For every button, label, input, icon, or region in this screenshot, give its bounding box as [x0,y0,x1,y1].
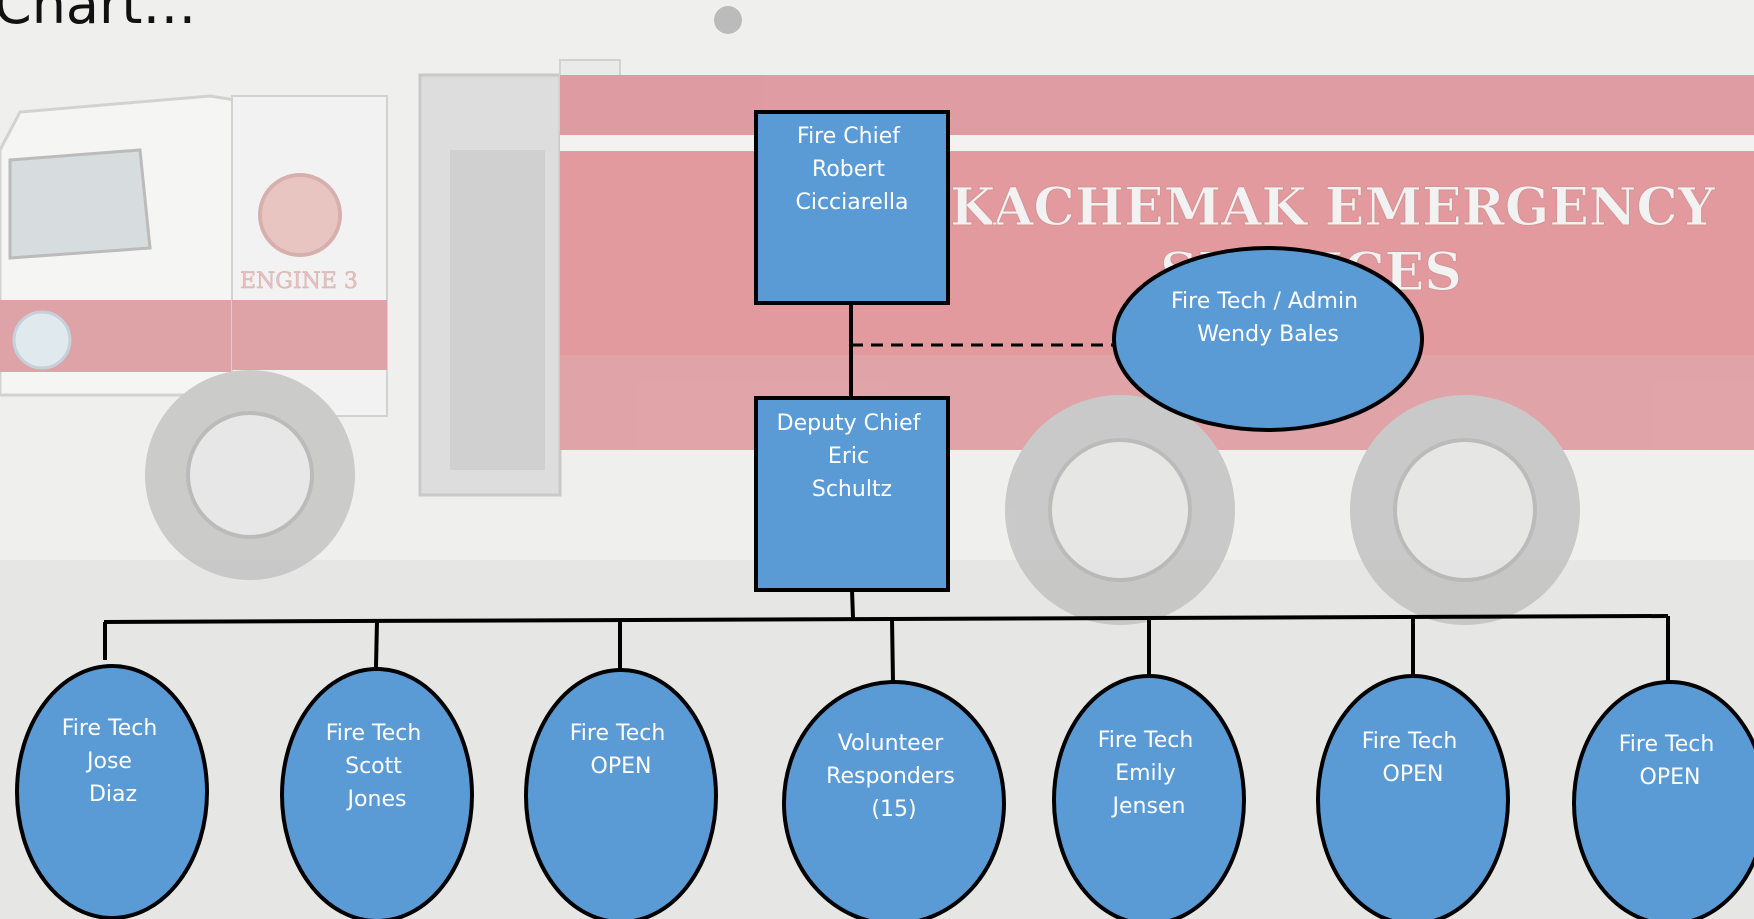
node-deputy-chief: Deputy Chief Eric Schultz [754,396,950,592]
engine-label: ENGINE 3 [240,269,358,294]
svg-text:Fire Chief Robert: Fire Chief Robert Cicciarella [795,124,908,215]
node-bottom-1-line-1: Fire Tech [62,716,158,741]
emblem-icon [258,173,342,257]
node-bottom-3: Fire Tech OPEN [524,668,718,919]
node-admin-line-2: Wendy Bales [1197,322,1339,347]
node-bottom-4: Volunteer Responders (15) [782,680,1006,919]
node-bottom-7: Fire Tech OPEN [1572,680,1754,919]
svg-text:Fire Tech Scott Jo: Fire Tech Scott Jones [326,721,429,812]
connector-deputy-bus [850,589,855,619]
node-bottom-7-line-1: Fire Tech [1619,732,1715,757]
node-bottom-3-line-2: OPEN [591,754,652,779]
node-bottom-6-line-1: Fire Tech [1362,729,1458,754]
node-bottom-2: Fire Tech Scott Jones [280,667,474,919]
svg-text:Fire Tech Emily Je: Fire Tech Emily Jensen [1098,728,1201,819]
node-bottom-5: Fire Tech Emily Jensen [1052,674,1246,919]
node-admin: Fire Tech / Admin Wendy Bales [1112,246,1424,432]
svg-text:Fire Tech / Admin Wendy: Fire Tech / Admin Wendy Bales [1171,289,1365,347]
node-bottom-7-line-2: OPEN [1640,765,1701,790]
node-bottom-1: Fire Tech Jose Diaz [15,664,209,919]
svg-text:Fire Tech Jose Dia: Fire Tech Jose Diaz [62,716,165,807]
node-bottom-6: Fire Tech OPEN [1316,674,1510,919]
node-bottom-5-line-3: Jensen [1111,794,1186,819]
connectors [103,303,1670,683]
svg-text:Volunteer Responders: Volunteer Responders (15) [826,731,962,822]
node-bottom-4-line-2: Responders [826,764,955,789]
node-bottom-2-line-2: Scott [345,754,402,779]
node-admin-line-1: Fire Tech / Admin [1171,289,1358,314]
node-deputy-chief-line-2: Eric [828,444,869,469]
node-bottom-2-line-1: Fire Tech [326,721,422,746]
node-deputy-chief-line-3: Schultz [812,477,892,502]
node-fire-chief: Fire Chief Robert Cicciarella [754,110,950,305]
node-bottom-5-line-2: Emily [1115,761,1176,786]
node-bottom-4-line-1: Volunteer [838,731,944,756]
page-title: Chart… [0,0,197,36]
svg-text:Fire Tech OPEN: Fire Tech OPEN [1362,729,1465,787]
connector-horizontal-bus [103,614,1669,624]
node-bottom-3-line-1: Fire Tech [570,721,666,746]
node-bottom-1-line-2: Jose [85,749,132,774]
node-fire-chief-line-2: Robert [812,157,885,182]
connector-drop-4 [890,618,895,683]
truck-lettering-line1: KACHEMAK EMERGENCY [950,177,1716,238]
svg-text:Deputy Chief Eric: Deputy Chief Eric Schultz [777,411,928,502]
node-bottom-5-line-1: Fire Tech [1098,728,1194,753]
node-bottom-2-line-3: Jones [346,787,407,812]
svg-text:Fire Tech OPEN: Fire Tech OPEN [1619,732,1722,790]
node-fire-chief-line-1: Fire Chief [797,124,901,149]
connector-drop-2 [374,620,379,668]
node-fire-chief-line-3: Cicciarella [795,190,908,215]
node-deputy-chief-line-1: Deputy Chief [777,411,922,436]
node-bottom-1-line-3: Diaz [89,782,137,807]
node-bottom-4-line-3: (15) [871,797,916,822]
node-bottom-6-line-2: OPEN [1383,762,1444,787]
svg-text:Fire Tech OPEN: Fire Tech OPEN [570,721,673,779]
